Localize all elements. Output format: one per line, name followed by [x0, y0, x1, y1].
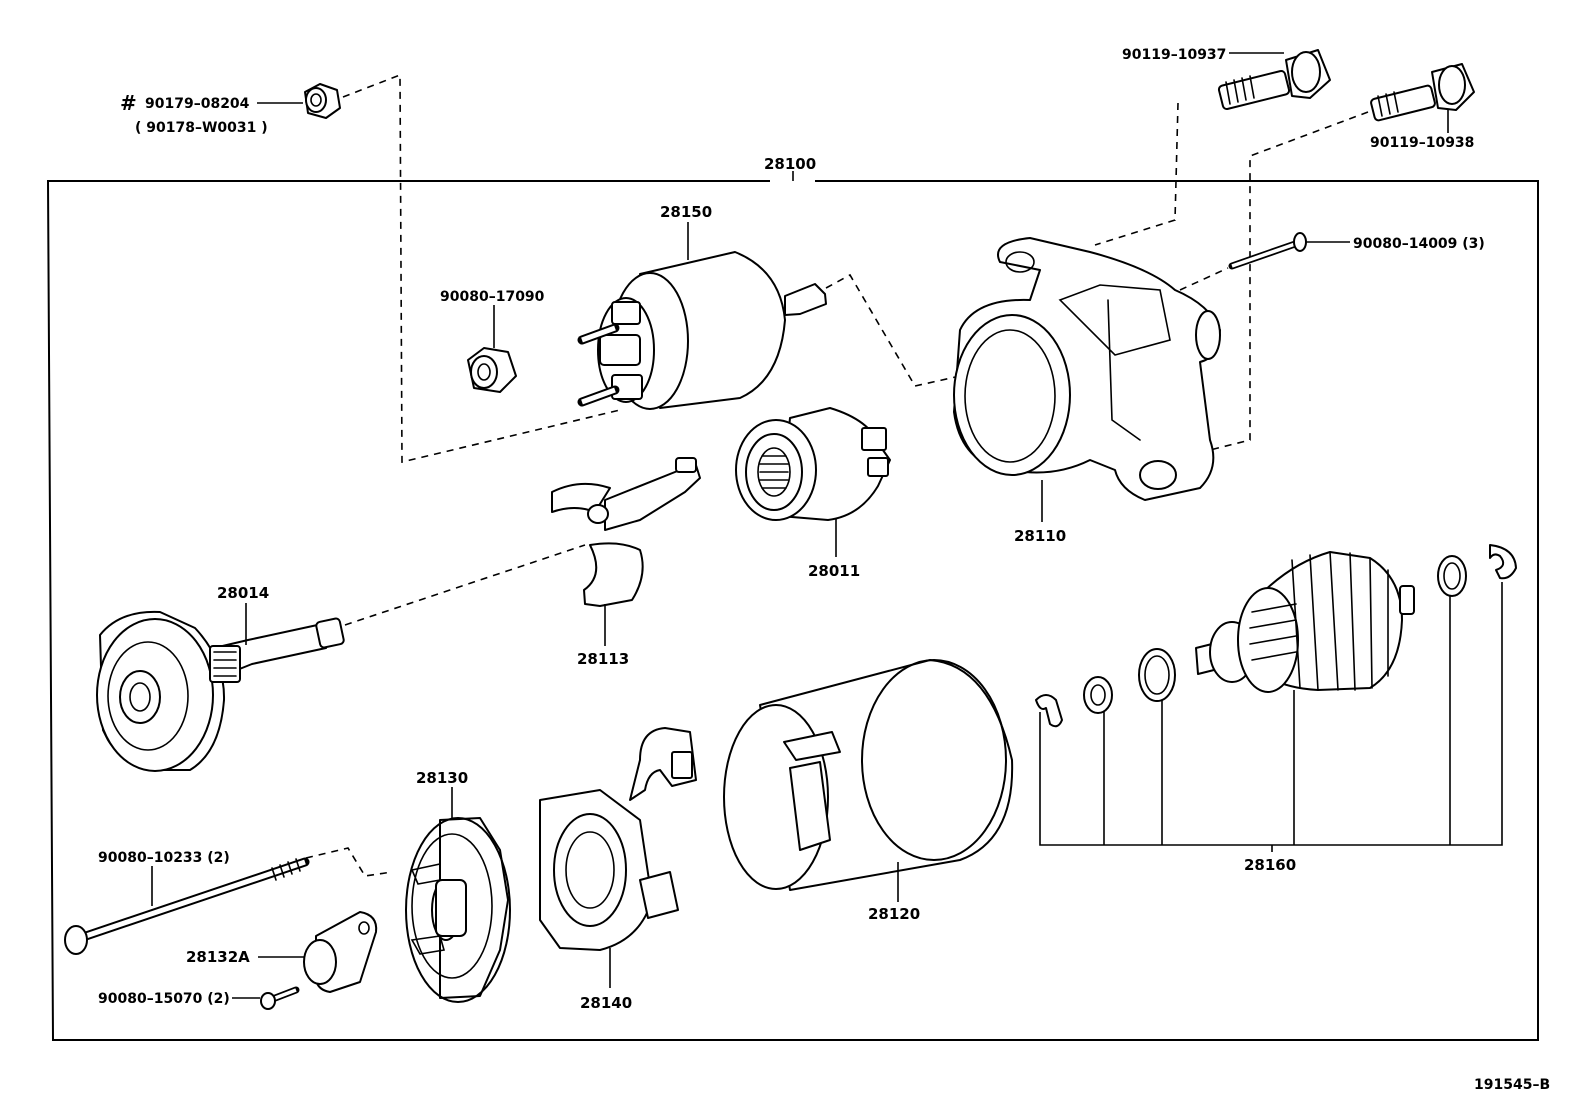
brush-holder: [539, 727, 697, 951]
label-bolt-b: 90119–10938: [1370, 135, 1474, 151]
armature-and-washers: [1035, 544, 1517, 728]
bolt-90119-10938: [1370, 63, 1475, 122]
assembly-frame: [46, 171, 1539, 1041]
through-bolt: [64, 857, 310, 955]
drive-housing: [96, 610, 345, 772]
starter-clutch: [735, 407, 891, 521]
small-screw: [260, 986, 300, 1010]
solenoid-switch: [577, 251, 827, 410]
diagram-code: 191545–B: [1474, 1077, 1550, 1093]
label-nut-main: 90179–08204: [145, 96, 250, 112]
label-clutch: 28011: [808, 562, 860, 580]
label-small-screw: 90080–15070 (2): [98, 991, 230, 1007]
label-bolt-a: 90119–10937: [1122, 47, 1226, 63]
commutator-end-frame: [405, 817, 511, 1003]
label-screw-thru: 90080–14009 (3): [1353, 236, 1485, 252]
label-nut-hash: #: [120, 91, 137, 115]
yoke-assembly: [723, 659, 1014, 891]
label-lever: 28113: [577, 650, 629, 668]
through-screw: [1228, 232, 1307, 270]
nut-small: [467, 347, 517, 393]
label-armature-kit: 28160: [1244, 856, 1296, 874]
label-solenoid: 28150: [660, 203, 712, 221]
flange-nut-top: [304, 83, 341, 119]
label-long-bolt: 90080–10233 (2): [98, 850, 230, 866]
label-nut-alt: ( 90178–W0031 ): [135, 120, 268, 136]
label-drive-housing: 28014: [217, 584, 269, 602]
label-bearing-cover: 28132A: [186, 948, 250, 966]
bolt-90119-10937: [1217, 49, 1331, 111]
label-housing: 28110: [1014, 527, 1066, 545]
label-brush-holder: 28140: [580, 994, 632, 1012]
label-assembly: 28100: [764, 155, 816, 173]
label-yoke: 28120: [868, 905, 920, 923]
bearing-cover: [303, 911, 378, 993]
label-nut-small: 90080–17090: [440, 289, 545, 305]
drive-lever: [551, 457, 701, 607]
label-end-frame: 28130: [416, 769, 468, 787]
starter-housing: [953, 237, 1221, 501]
